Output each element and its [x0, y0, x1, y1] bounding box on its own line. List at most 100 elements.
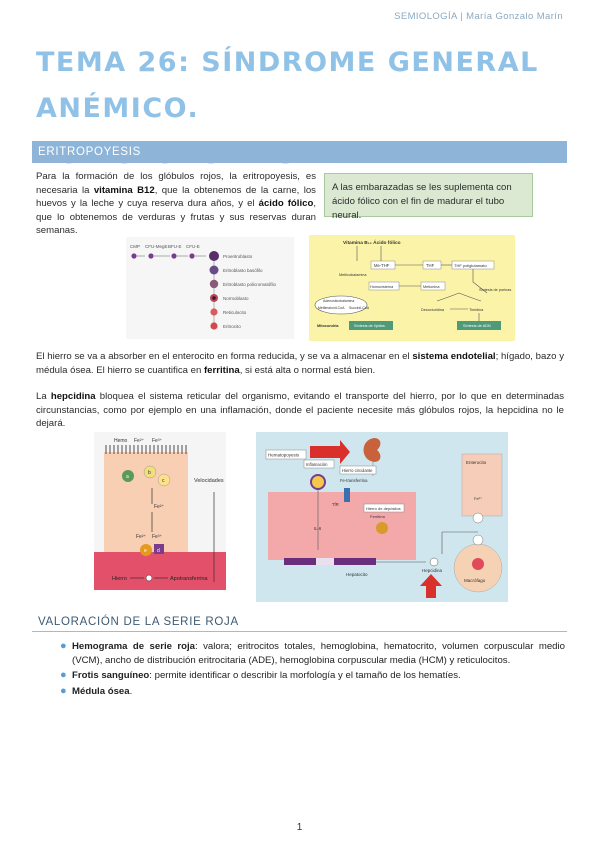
- label-cmp: CMP: [130, 244, 140, 249]
- label-desoxiuridina: Desoxiuridina: [421, 308, 445, 312]
- figure-erythropoiesis-stages: CMP CFU-MegE BFU-E CFU-E Proeritroblasto…: [126, 237, 294, 339]
- term-medula-osea: Médula ósea: [72, 685, 130, 697]
- label-timidina: Timidina: [469, 308, 484, 312]
- box-thf-poliglutamato: THF poliglutamato: [454, 263, 487, 268]
- label-stage-3: Eritroblasto policromatófilo: [223, 282, 277, 287]
- text-run: , que lo obtenemos de verduras y frutas …: [36, 198, 316, 236]
- letter-e: e: [144, 548, 147, 554]
- progenitor-chain: [131, 253, 206, 259]
- hepcidin-diagram: Hematopoyesis Inflamación Hierro circula…: [256, 432, 508, 602]
- label-hepcidina: Hepcidina: [422, 568, 443, 573]
- list-item: ●Hemograma de serie roja: valora; eritro…: [60, 640, 565, 667]
- label-inflamacion: Inflamación: [306, 462, 328, 467]
- label-hierro: Hierro: [112, 576, 127, 582]
- transporter-c: [157, 473, 171, 487]
- label-stage-6: Eritrocito: [223, 324, 241, 329]
- term-ferritina: ferritina: [203, 364, 240, 376]
- arrow-up-red-icon: [420, 574, 442, 598]
- list-item: ● Médula ósea.: [60, 685, 565, 699]
- arrow-left-red-icon: [310, 440, 350, 464]
- label-fe2-right: Fe²⁺: [474, 496, 482, 501]
- hepatocyte-area: [268, 492, 416, 560]
- bullet-dot-icon: ●: [60, 684, 67, 697]
- label-fe-transferrina: Fe-transferrina: [340, 478, 368, 483]
- label-stage-5: Reticulocito: [223, 310, 247, 315]
- ferritin-icon: [376, 522, 388, 534]
- letter-d: d: [157, 548, 160, 554]
- list-item-text: .: [129, 685, 133, 697]
- text-run: bloquea el sistema reticular del organis…: [36, 391, 565, 429]
- text-run: , si está alta o normal está bien.: [239, 364, 376, 376]
- label-fe2-mid: Fe²⁺: [154, 504, 165, 510]
- metabolism-diagram: Vitamina B₁₂ Ácido fólico Me-THF THF THF…: [314, 239, 511, 330]
- text-run: , que la obtenemos de la carne, los huev…: [36, 184, 316, 210]
- cell-reticulocito: [210, 308, 218, 316]
- letter-a: a: [126, 474, 129, 480]
- label-apotransferrina: Apotransferrina: [170, 576, 209, 582]
- label-fe3-low: Fe³⁺: [152, 534, 163, 540]
- title-line-1: TEMA 26: SÍNDROME GENERAL ANÉMICO.: [36, 47, 539, 124]
- bullet-dot-icon: ●: [60, 669, 67, 681]
- label-hemo: Hemo: [114, 438, 128, 444]
- kidney-icon: [363, 438, 381, 462]
- label-sintesis-purinas: Síntesis de purinas: [479, 288, 511, 292]
- label-cfu-mege: CFU-MegE: [145, 244, 168, 249]
- text-run: Para la formación de los glóbulos rojos,…: [36, 171, 316, 196]
- figure-hepcidin-regulation: Hematopoyesis Inflamación Hierro circula…: [256, 432, 508, 602]
- label-hepatocito: Hepatocito: [346, 572, 368, 577]
- bullet-list: ●Hemograma de serie roja: valora; eritro…: [60, 640, 565, 700]
- inflammatory-cell: [310, 474, 326, 490]
- letter-b: b: [148, 470, 151, 476]
- label-metilmalonil: Metilmalonil-CoA: [318, 306, 345, 310]
- label-macrofago: Macrófago: [464, 578, 486, 583]
- cell-eritrocito: [210, 322, 218, 330]
- label-hierro-depositos: Hierro de depósitos: [366, 506, 401, 511]
- label-velocidades: Velocidades: [194, 478, 224, 484]
- erythropoiesis-diagram: CMP CFU-MegE BFU-E CFU-E Proeritroblasto…: [130, 244, 277, 330]
- cell-basofilo: [209, 265, 219, 275]
- box-metionina: Metionina: [423, 285, 440, 289]
- label-bfu-e: BFU-E: [168, 244, 182, 249]
- label-hematopoyesis: Hematopoyesis: [268, 453, 300, 458]
- label-tfr: TfR: [332, 502, 339, 507]
- transporter-e: [140, 544, 152, 556]
- cell-policromatofilo: [209, 279, 219, 289]
- note-box: A las embarazadas se les suplementa con …: [324, 173, 533, 221]
- paragraph-hepcidina: La hepcidina bloquea el sistema reticula…: [36, 390, 564, 431]
- letter-c: c: [162, 478, 165, 484]
- label-enterocito: Enterocito: [466, 460, 487, 465]
- text-run: La: [36, 391, 51, 402]
- label-sintesis-adn: Síntesis de ADN: [463, 324, 491, 328]
- enterocyte-diagram: Hemo Fe²⁺ Fe³⁺ a b c Velocidades Fe²⁺ Fe…: [94, 432, 226, 590]
- receptor-tfr: [344, 488, 350, 502]
- list-item: ●Frotis sanguíneo: permite identificar o…: [60, 669, 565, 683]
- term-acido-folico: ácido fólico: [258, 198, 314, 209]
- label-stage-1: Proeritroblasto: [223, 254, 253, 259]
- label-metilcobalamina: Metilcobalamina: [339, 273, 367, 277]
- label-stage-4: Normoblasto: [223, 296, 249, 301]
- paragraph-vitamins: Para la formación de los glóbulos rojos,…: [36, 170, 316, 238]
- label-vit-folate: Vitamina B₁₂ Ácido fólico: [343, 239, 401, 246]
- box-thf: THF: [426, 263, 435, 268]
- page-number: 1: [296, 822, 303, 833]
- label-fe3-top: Fe³⁺: [152, 438, 163, 444]
- term-vitamina-b12: vitamina B12: [93, 184, 155, 196]
- label-stage-2: Eritroblasto basófilo: [223, 268, 263, 273]
- cell-proeritroblasto: [209, 251, 219, 261]
- section-heading-valoracion: VALORACIÓN DE LA SERIE ROJA: [32, 612, 567, 632]
- running-header: SEMIOLOGÍA | María Gonzalo Marín: [394, 11, 563, 22]
- term-sistema-endotelial: sistema endotelial: [412, 351, 496, 362]
- label-hierro-circulante: Hierro circulante: [342, 468, 373, 473]
- bullet-dot-icon: ●: [60, 640, 67, 652]
- section-heading-eritropoyesis: ERITROPOYESIS: [32, 141, 567, 163]
- list-item-text: : valora; eritrocitos totales, hemoglobi…: [72, 641, 565, 666]
- text-run: ; hígado, bazo y médula ósea. El hierro …: [36, 351, 564, 376]
- label-ferritina: Ferritina: [370, 514, 385, 519]
- label-adenosilcobalamina: Adenosilcobalamina: [323, 299, 354, 303]
- figure-b12-folate-metabolism: Vitamina B₁₂ Ácido fólico Me-THF THF THF…: [309, 235, 515, 341]
- box-me-thf: Me-THF: [374, 263, 390, 268]
- transporter-b: [143, 465, 157, 479]
- figure-iron-absorption: Hemo Fe²⁺ Fe³⁺ a b c Velocidades Fe²⁺ Fe…: [94, 432, 226, 590]
- label-succinil: Succinil-CoA: [349, 306, 370, 310]
